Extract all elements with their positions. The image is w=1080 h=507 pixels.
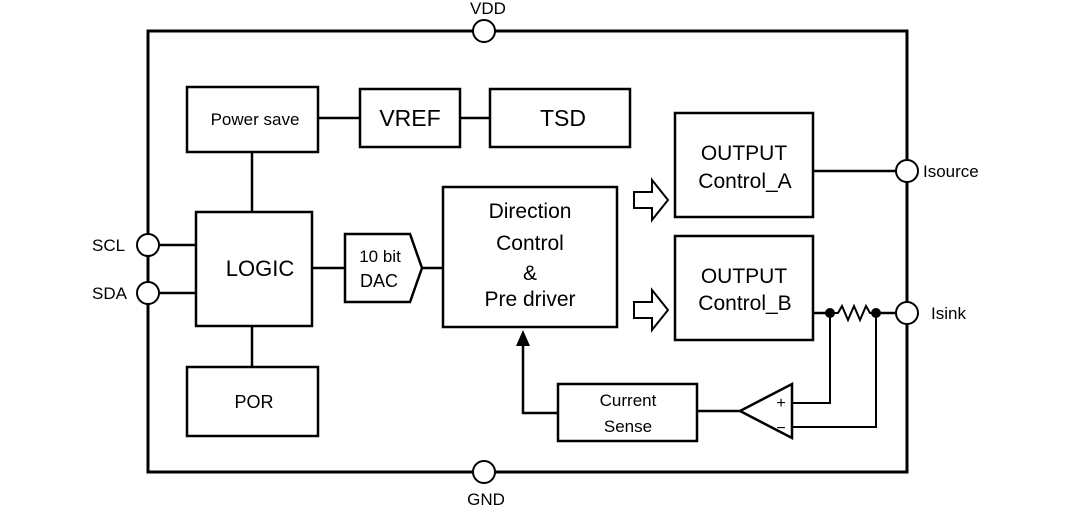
sda-pin bbox=[136, 281, 160, 305]
direction-label-line2: Control bbox=[496, 232, 564, 255]
direction-label-line3: & bbox=[523, 262, 537, 285]
output-a-label-line1: OUTPUT bbox=[701, 142, 788, 165]
output-control-b-block bbox=[673, 234, 815, 342]
scl-label: SCL bbox=[92, 236, 125, 255]
amp-plus-sign: + bbox=[776, 395, 785, 412]
logic-block bbox=[194, 210, 314, 328]
scl-pin bbox=[136, 233, 160, 257]
resistor-symbol bbox=[830, 303, 876, 323]
vref-label: VREF bbox=[379, 105, 440, 131]
wire-sense-direction bbox=[521, 345, 558, 415]
arrow-to-output-b bbox=[633, 287, 670, 333]
current-sense-block bbox=[556, 382, 699, 443]
vdd-label: VDD bbox=[470, 0, 506, 18]
dac-label-line1: 10 bit bbox=[359, 247, 401, 266]
amp-minus-sign: − bbox=[776, 420, 785, 437]
isource-pin bbox=[895, 159, 919, 183]
arrowhead-to-direction bbox=[516, 330, 530, 346]
direction-label-line1: Direction bbox=[489, 200, 572, 223]
gnd-label: GND bbox=[467, 490, 505, 507]
por-block bbox=[185, 365, 320, 438]
wire-amp-minus bbox=[792, 313, 877, 428]
comparator-amplifier bbox=[737, 381, 794, 441]
isink-pin bbox=[895, 301, 919, 325]
output-b-label-line2: Control_B bbox=[698, 292, 791, 315]
dac-block bbox=[343, 232, 424, 304]
power-save-label: Power save bbox=[211, 110, 300, 129]
current-sense-label-line2: Sense bbox=[604, 417, 652, 436]
junction-dot bbox=[825, 308, 835, 318]
output-a-label-line2: Control_A bbox=[698, 170, 791, 193]
logic-label: LOGIC bbox=[226, 256, 295, 281]
power-save-block bbox=[185, 85, 320, 154]
direction-label-line4: Pre driver bbox=[484, 288, 575, 311]
wire-amp-plus bbox=[792, 313, 831, 404]
sda-label: SDA bbox=[92, 284, 128, 303]
vref-block bbox=[358, 87, 462, 149]
arrow-to-output-a bbox=[633, 177, 670, 223]
gnd-pin bbox=[472, 460, 496, 484]
isource-label: Isource bbox=[923, 162, 979, 181]
tsd-block bbox=[488, 87, 632, 149]
output-b-label-line1: OUTPUT bbox=[701, 265, 788, 288]
isink-label: Isink bbox=[931, 304, 966, 323]
output-control-a-block bbox=[673, 111, 815, 219]
direction-control-block bbox=[441, 185, 619, 329]
junction-dot bbox=[871, 308, 881, 318]
tsd-label: TSD bbox=[540, 105, 586, 131]
dac-label-line2: DAC bbox=[360, 271, 398, 291]
por-label: POR bbox=[234, 392, 273, 412]
current-sense-label-line1: Current bbox=[600, 391, 657, 410]
vdd-pin bbox=[472, 19, 496, 43]
